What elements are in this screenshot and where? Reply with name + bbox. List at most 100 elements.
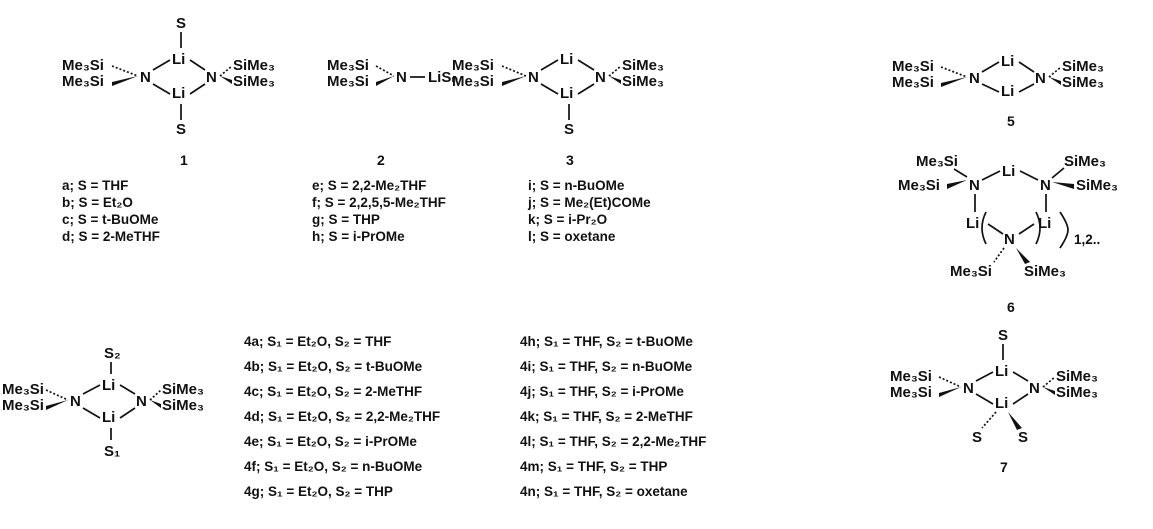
trimethylsilyl-lower: Me₃Si [327, 73, 369, 90]
solvent-s1: S₁ [104, 443, 120, 460]
trimethylsilyl-bottom-right: SiMe₃ [1024, 263, 1066, 280]
trimethylsilyl-right-upper: SiMe₃ [1056, 368, 1098, 385]
label-4a: 4a; S₁ = Et₂O, S₂ = THF [244, 334, 391, 349]
lithium-right: Li [1038, 215, 1051, 232]
structure-3: Li Li S N N Me₃Si Me₃Si SiMe₃ SiMe₃ 3 [452, 51, 664, 168]
label-2g: g; S = THP [312, 212, 380, 227]
trimethylsilyl-right-lower: SiMe₃ [622, 73, 664, 90]
nitrogen-left: N [969, 70, 980, 87]
lithium-bottom: Li [995, 395, 1008, 412]
structure-4: S₂ Li Li S₁ N N Me₃Si Me₃Si SiMe₃ SiMe₃ [2, 345, 204, 460]
trimethylsilyl-left-upper: Me₃Si [916, 153, 958, 170]
lithium-bottom: Li [560, 85, 573, 102]
structure-6: Me₃Si Me₃Si N Li N SiMe₃ SiMe₃ Li Li N M… [898, 153, 1118, 315]
label-1d: d; S = 2-MeTHF [62, 229, 160, 244]
trimethylsilyl-left-lower: Me₃Si [890, 384, 932, 401]
lithium-top: Li [995, 363, 1008, 380]
structure-1: S Li Li S N N Me₃Si Me₃Si SiMe₃ SiMe₃ 1 [62, 15, 275, 168]
trimethylsilyl-right-upper: SiMe₃ [162, 381, 204, 398]
trimethylsilyl-right-upper: SiMe₃ [622, 57, 664, 74]
trimethylsilyl-right-upper: SiMe₃ [233, 57, 275, 74]
label-4i: 4i; S₁ = THF, S₂ = n-BuOMe [520, 359, 693, 374]
label-3j: j; S = Me₂(Et)COMe [527, 195, 651, 210]
solvent-bottom: S [176, 121, 186, 138]
trimethylsilyl-left-lower: Me₃Si [62, 73, 104, 90]
lithium-top: Li [1002, 163, 1015, 180]
structure-2: Me₃Si Me₃Si N LiSₙ 2 [327, 57, 458, 168]
solvent-top: S [176, 15, 186, 32]
trimethylsilyl-left-upper: Me₃Si [452, 57, 494, 74]
label-4g: 4g; S₁ = Et₂O, S₂ = THP [244, 484, 393, 499]
lithium-top: Li [560, 51, 573, 68]
trimethylsilyl-right-lower: SiMe₃ [1056, 384, 1098, 401]
solvent-s2: S₂ [104, 345, 121, 362]
compound-number-6: 6 [1007, 299, 1015, 315]
nitrogen-left: N [969, 177, 980, 194]
nitrogen-left: N [963, 380, 974, 397]
lithium-top: Li [1001, 53, 1014, 70]
label-3k: k; S = i-Pr₂O [528, 212, 607, 227]
nitrogen-bottom: N [1004, 231, 1015, 248]
trimethylsilyl-left-upper: Me₃Si [892, 58, 934, 75]
compound-number-2: 2 [377, 152, 385, 168]
label-4c: 4c; S₁ = Et₂O, S₂ = 2-MeTHF [244, 384, 422, 399]
label-3l: l; S = oxetane [528, 229, 616, 244]
nitrogen-right: N [206, 69, 217, 86]
label-1a: a; S = THF [62, 178, 128, 193]
nitrogen-right: N [1040, 177, 1051, 194]
trimethylsilyl-left-upper: Me₃Si [890, 368, 932, 385]
label-4f: 4f; S₁ = Et₂O, S₂ = n-BuOMe [244, 459, 423, 474]
trimethylsilyl-left-upper: Me₃Si [2, 381, 44, 398]
label-1b: b; S = Et₂O [62, 195, 133, 210]
label-3i: i; S = n-BuOMe [528, 178, 625, 193]
repeat-count: 1,2.. [1074, 232, 1100, 247]
nitrogen-right: N [1035, 70, 1046, 87]
compound-number-1: 1 [180, 152, 188, 168]
lithium-left: Li [966, 215, 979, 232]
trimethylsilyl-right-upper: SiMe₃ [1062, 58, 1104, 75]
nitrogen-left: N [528, 69, 539, 86]
structure-5: Li Li N N Me₃Si Me₃Si SiMe₃ SiMe₃ 5 [892, 53, 1104, 129]
structure-2-labels: e; S = 2,2-Me₂THF f; S = 2,2,5,5-Me₂THF … [312, 178, 446, 244]
nitrogen-left: N [140, 69, 151, 86]
lithium-bottom: Li [102, 409, 115, 426]
lithium-bottom: Li [1001, 83, 1014, 100]
lithium-bottom: Li [172, 85, 185, 102]
label-4e: 4e; S₁ = Et₂O, S₂ = i-PrOMe [244, 434, 417, 449]
structure-7: S Li Li N N Me₃Si Me₃Si SiMe₃ SiMe₃ S S … [890, 327, 1098, 475]
compound-number-3: 3 [566, 152, 574, 168]
label-4b: 4b; S₁ = Et₂O, S₂ = t-BuOMe [244, 359, 423, 374]
solvent-bottom: S [564, 121, 574, 138]
structure-4-labels-left: 4a; S₁ = Et₂O, S₂ = THF 4b; S₁ = Et₂O, S… [244, 334, 440, 499]
label-4n: 4n; S₁ = THF, S₂ = oxetane [520, 484, 688, 499]
trimethylsilyl-left-lower: Me₃Si [2, 397, 44, 414]
trimethylsilyl-left-upper: Me₃Si [62, 57, 104, 74]
trimethylsilyl-left-lower: Me₃Si [892, 74, 934, 91]
label-4h: 4h; S₁ = THF, S₂ = t-BuOMe [520, 334, 693, 349]
label-1c: c; S = t-BuOMe [62, 212, 159, 227]
trimethylsilyl-bottom-left: Me₃Si [950, 263, 992, 280]
trimethylsilyl-right-upper: SiMe₃ [1064, 153, 1106, 170]
solvent-bottom-left: S [972, 429, 982, 446]
structure-3-labels: i; S = n-BuOMe j; S = Me₂(Et)COMe k; S =… [527, 178, 651, 244]
label-4m: 4m; S₁ = THF, S₂ = THP [520, 459, 667, 474]
solvent-top: S [998, 327, 1008, 344]
trimethylsilyl-left-lower: Me₃Si [452, 73, 494, 90]
nitrogen-right: N [136, 393, 147, 410]
structure-1-labels: a; S = THF b; S = Et₂O c; S = t-BuOMe d;… [62, 178, 160, 244]
label-4l: 4l; S₁ = THF, S₂ = 2,2-Me₂THF [520, 434, 706, 449]
solvent-bottom-right: S [1018, 429, 1028, 446]
lithium-top: Li [102, 377, 115, 394]
compound-number-5: 5 [1007, 113, 1015, 129]
compound-number-7: 7 [1000, 459, 1008, 475]
label-2e: e; S = 2,2-Me₂THF [312, 178, 426, 193]
trimethylsilyl-left-lower: Me₃Si [898, 177, 940, 194]
lithium-solvate: LiSₙ [428, 69, 458, 86]
nitrogen-right: N [595, 69, 606, 86]
label-4k: 4k; S₁ = THF, S₂ = 2-MeTHF [520, 409, 693, 424]
nitrogen-right: N [1029, 380, 1040, 397]
label-4d: 4d; S₁ = Et₂O, S₂ = 2,2-Me₂THF [244, 409, 440, 424]
trimethylsilyl-right-lower: SiMe₃ [1062, 74, 1104, 91]
trimethylsilyl-right-lower: SiMe₃ [1076, 177, 1118, 194]
label-2h: h; S = i-PrOMe [312, 229, 405, 244]
